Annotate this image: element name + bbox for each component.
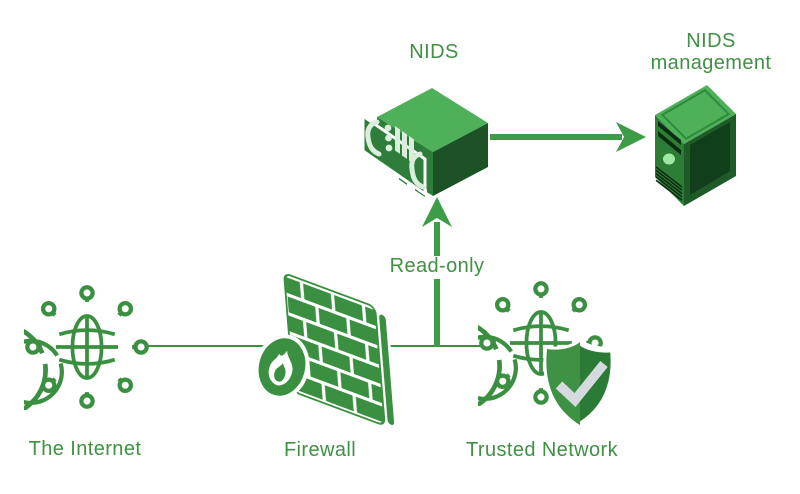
tower-server-icon	[655, 85, 736, 206]
nids-management-label-line2: management	[650, 52, 772, 74]
network-globe-icon	[24, 284, 150, 410]
firewall-label: Firewall	[283, 439, 357, 461]
flame-icon	[254, 334, 310, 400]
nids-management-label: NIDS management	[651, 30, 772, 74]
rack-server-icon	[361, 88, 488, 200]
brick-wall	[283, 273, 397, 429]
arrow-up-head	[422, 197, 452, 227]
shield-check-icon	[543, 338, 617, 429]
read-only-arrow-shaft-lower	[434, 279, 440, 347]
brick-wall-flame-icon	[254, 273, 397, 429]
arrow-right-head	[616, 122, 646, 152]
nids-label: NIDS	[409, 41, 459, 63]
nids-management-label-line1: NIDS	[686, 30, 736, 52]
internet-label: The Internet	[28, 438, 142, 460]
read-only-label: Read-only	[389, 255, 485, 277]
read-only-arrow-shaft-upper	[434, 222, 440, 256]
power-button-light	[663, 153, 675, 165]
rack-front-panel	[361, 113, 427, 200]
trusted-network-label: Trusted Network	[466, 439, 618, 461]
check-mark	[555, 361, 608, 407]
nids-to-management-arrow-shaft	[490, 134, 622, 140]
